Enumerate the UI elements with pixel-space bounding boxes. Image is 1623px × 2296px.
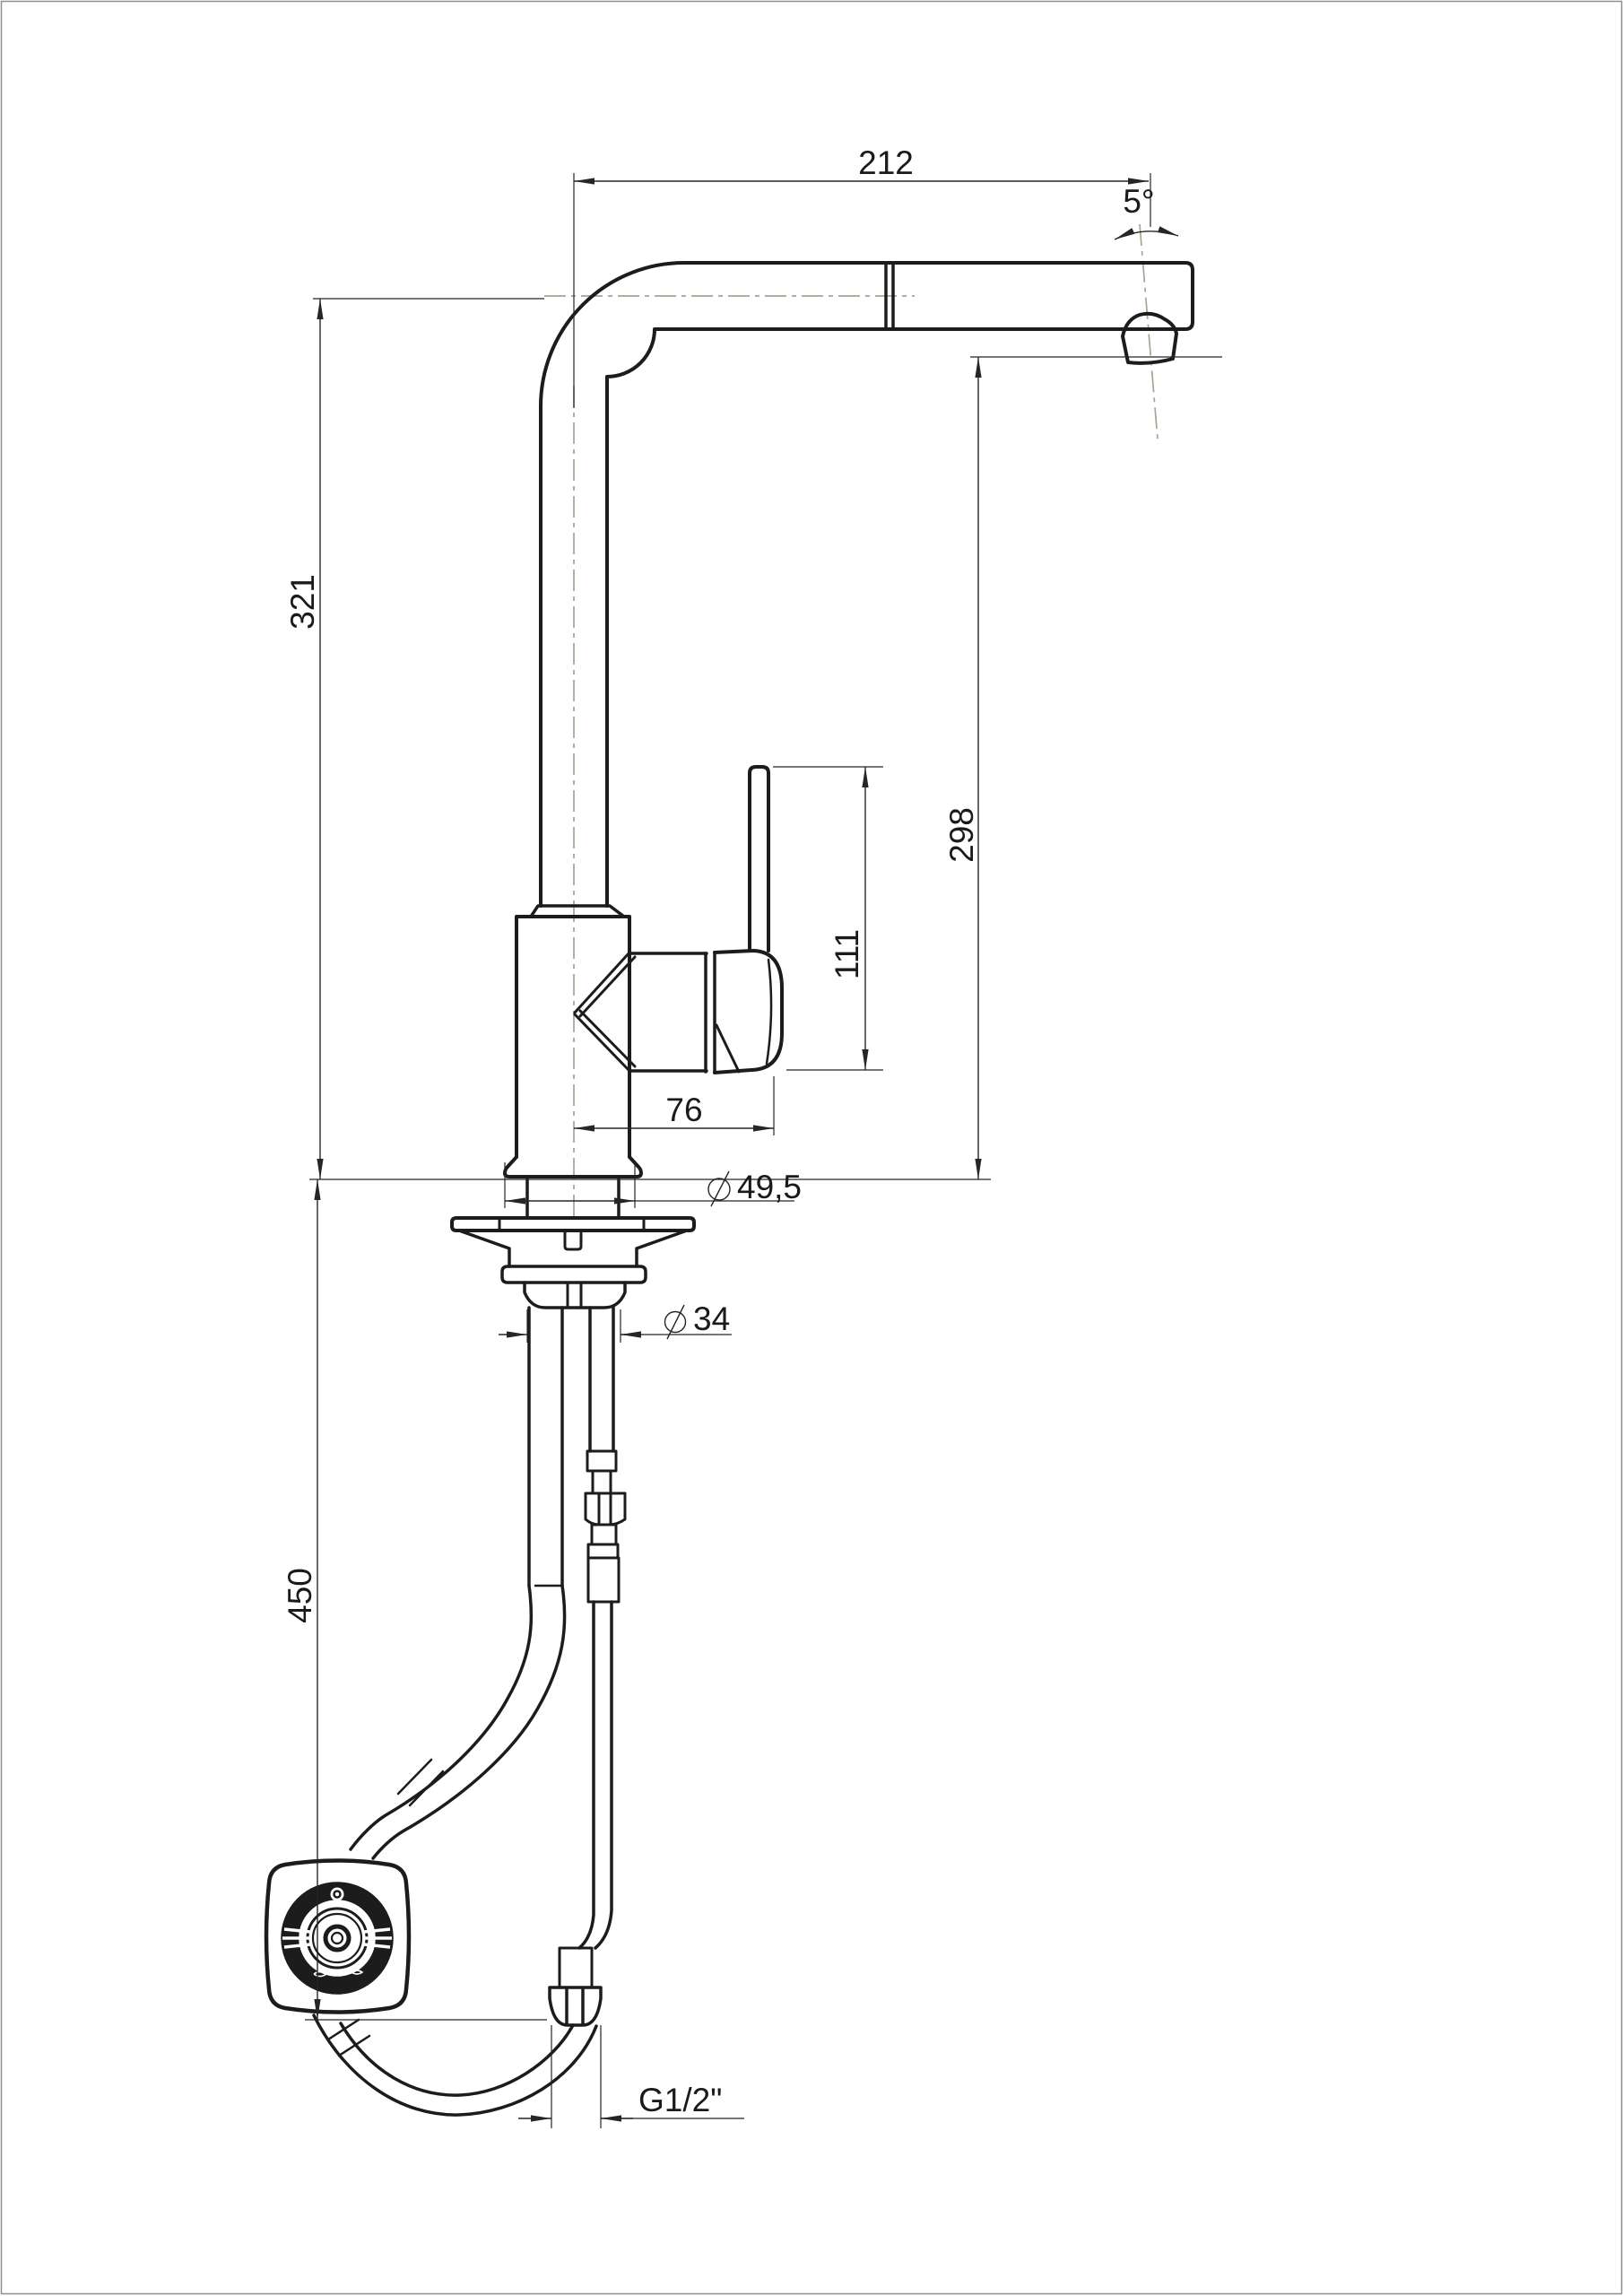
spray-face-mid-ring (306, 1907, 369, 1970)
dim-g12-extension-lines (551, 2025, 602, 2128)
dimension-450: 450 (282, 1179, 547, 2021)
dim-34-label: 34 (693, 1300, 730, 1337)
dim-212-label: 212 (858, 144, 914, 181)
mounting-hex-nut (523, 1281, 627, 1309)
dimension-34: 34 (499, 1300, 732, 1343)
supply-fitting-step3 (586, 1543, 620, 1560)
dimension-212: 212 (573, 144, 1151, 408)
dim-5deg-label: 5° (1123, 183, 1154, 220)
handle-wedge-edges (628, 952, 708, 1073)
supply-end-hex-nut (548, 1986, 603, 2027)
spray-face-inner-edge (296, 1897, 378, 1979)
spray-face-mid-ring2 (311, 1912, 363, 1964)
supply-hex-coupling (584, 1492, 627, 1526)
spray-head (264, 1858, 412, 2014)
spray-face-center-ring (323, 1924, 352, 1952)
spray-face-center-dot (330, 1931, 344, 1945)
dimension-321: 321 (284, 298, 544, 1179)
escutcheon-steps (498, 1216, 646, 1232)
handle-ring-lines (704, 951, 716, 1074)
centerlines (544, 223, 1159, 1216)
mounting-nut-facets (566, 1283, 583, 1309)
washer-ring (500, 1265, 647, 1284)
lever-rod (748, 765, 770, 952)
dimension-111: 111 (773, 766, 883, 1071)
hose-break-mark-upper (396, 1758, 445, 1807)
handle-wedge (573, 951, 708, 1073)
hose-loop-outer (312, 2013, 598, 2117)
body-collar (529, 904, 626, 918)
dim-49-label: 49,5 (737, 1169, 802, 1205)
nozzle-axis-centerline (1139, 223, 1159, 440)
handle-wedge-lower-chamfer (573, 1009, 637, 1073)
dim-298-label: 298 (943, 807, 980, 863)
pullout-hose-straight (527, 1306, 564, 1587)
dim-76-label: 76 (665, 1091, 702, 1128)
dim-g12-label: G1/2" (638, 2082, 722, 2118)
dimension-5deg: 5° (1114, 183, 1179, 240)
hose-break-mark-lower (326, 2018, 371, 2057)
supply-fitting-step2 (590, 1523, 618, 1546)
spray-pattern-lines (282, 1927, 392, 1949)
pullout-hose-curve-right (371, 1584, 567, 1860)
supply-hose (548, 1306, 627, 2027)
dimension-76: 76 (574, 1076, 775, 1135)
hose-loop-inner (339, 2022, 575, 2097)
alignment-notch (563, 1230, 583, 1251)
dim-212-extension-lines (573, 173, 1151, 408)
mounting-assembly (450, 1175, 696, 1309)
dim-111-label: 111 (829, 929, 865, 979)
diameter-icon (707, 1170, 731, 1207)
diameter-icon-slash (666, 1304, 685, 1340)
hose-loop (312, 2013, 598, 2117)
pullout-hose-curve-left (349, 1584, 534, 1851)
supply-sleeve-upper (586, 1556, 621, 1604)
supply-sleeve-lower (558, 1946, 594, 1989)
dimension-49-5: 49,5 (504, 1162, 802, 1208)
supply-fitting-step1 (586, 1449, 618, 1473)
pullout-joint-lines (884, 262, 895, 330)
base-flare (503, 1155, 643, 1178)
handle-cap-inner-arc (765, 958, 773, 1065)
dimension-298: 298 (943, 356, 1222, 1179)
diameter-icon (664, 1304, 687, 1340)
diameter-icon-slash (710, 1170, 730, 1207)
supply-hose-upper (588, 1306, 615, 1453)
dim-34-extension-lines (526, 1309, 621, 1343)
spray-head-outline (264, 1858, 412, 2014)
spray-face-outer-edge (281, 1882, 394, 1995)
diameter-icon-circle (707, 1178, 731, 1201)
handle-end-cap (713, 949, 784, 1074)
dim-5deg-arc (1114, 226, 1179, 240)
mounting-neck (525, 1175, 621, 1220)
handle-wedge-upper-chamfer (573, 951, 637, 1018)
pullout-hose (349, 1306, 567, 1860)
nozzle-outline (1121, 311, 1178, 365)
under-plate-body (457, 1229, 689, 1268)
dim-450-label: 450 (282, 1568, 318, 1623)
spray-face-top-notch (330, 1887, 344, 1901)
body-cylinder (515, 915, 631, 1159)
supply-hose-lower (577, 1600, 613, 1950)
supply-fitting-neck (591, 1469, 612, 1495)
spout-and-riser-outline (539, 261, 1194, 908)
handle-cap-diagonal (715, 1023, 741, 1074)
spray-face-top-pin (333, 1890, 342, 1899)
escutcheon-plate (450, 1216, 696, 1232)
dim-321-label: 321 (284, 574, 321, 630)
faucet-above-counter (503, 261, 1194, 1178)
handle-cap-outline (713, 949, 784, 1074)
dimension-g12: G1/2" (518, 2025, 744, 2128)
mounting-nut-outline (523, 1281, 627, 1309)
diameter-icon-circle (664, 1310, 687, 1334)
dim-111-extension-lines (773, 766, 883, 1071)
